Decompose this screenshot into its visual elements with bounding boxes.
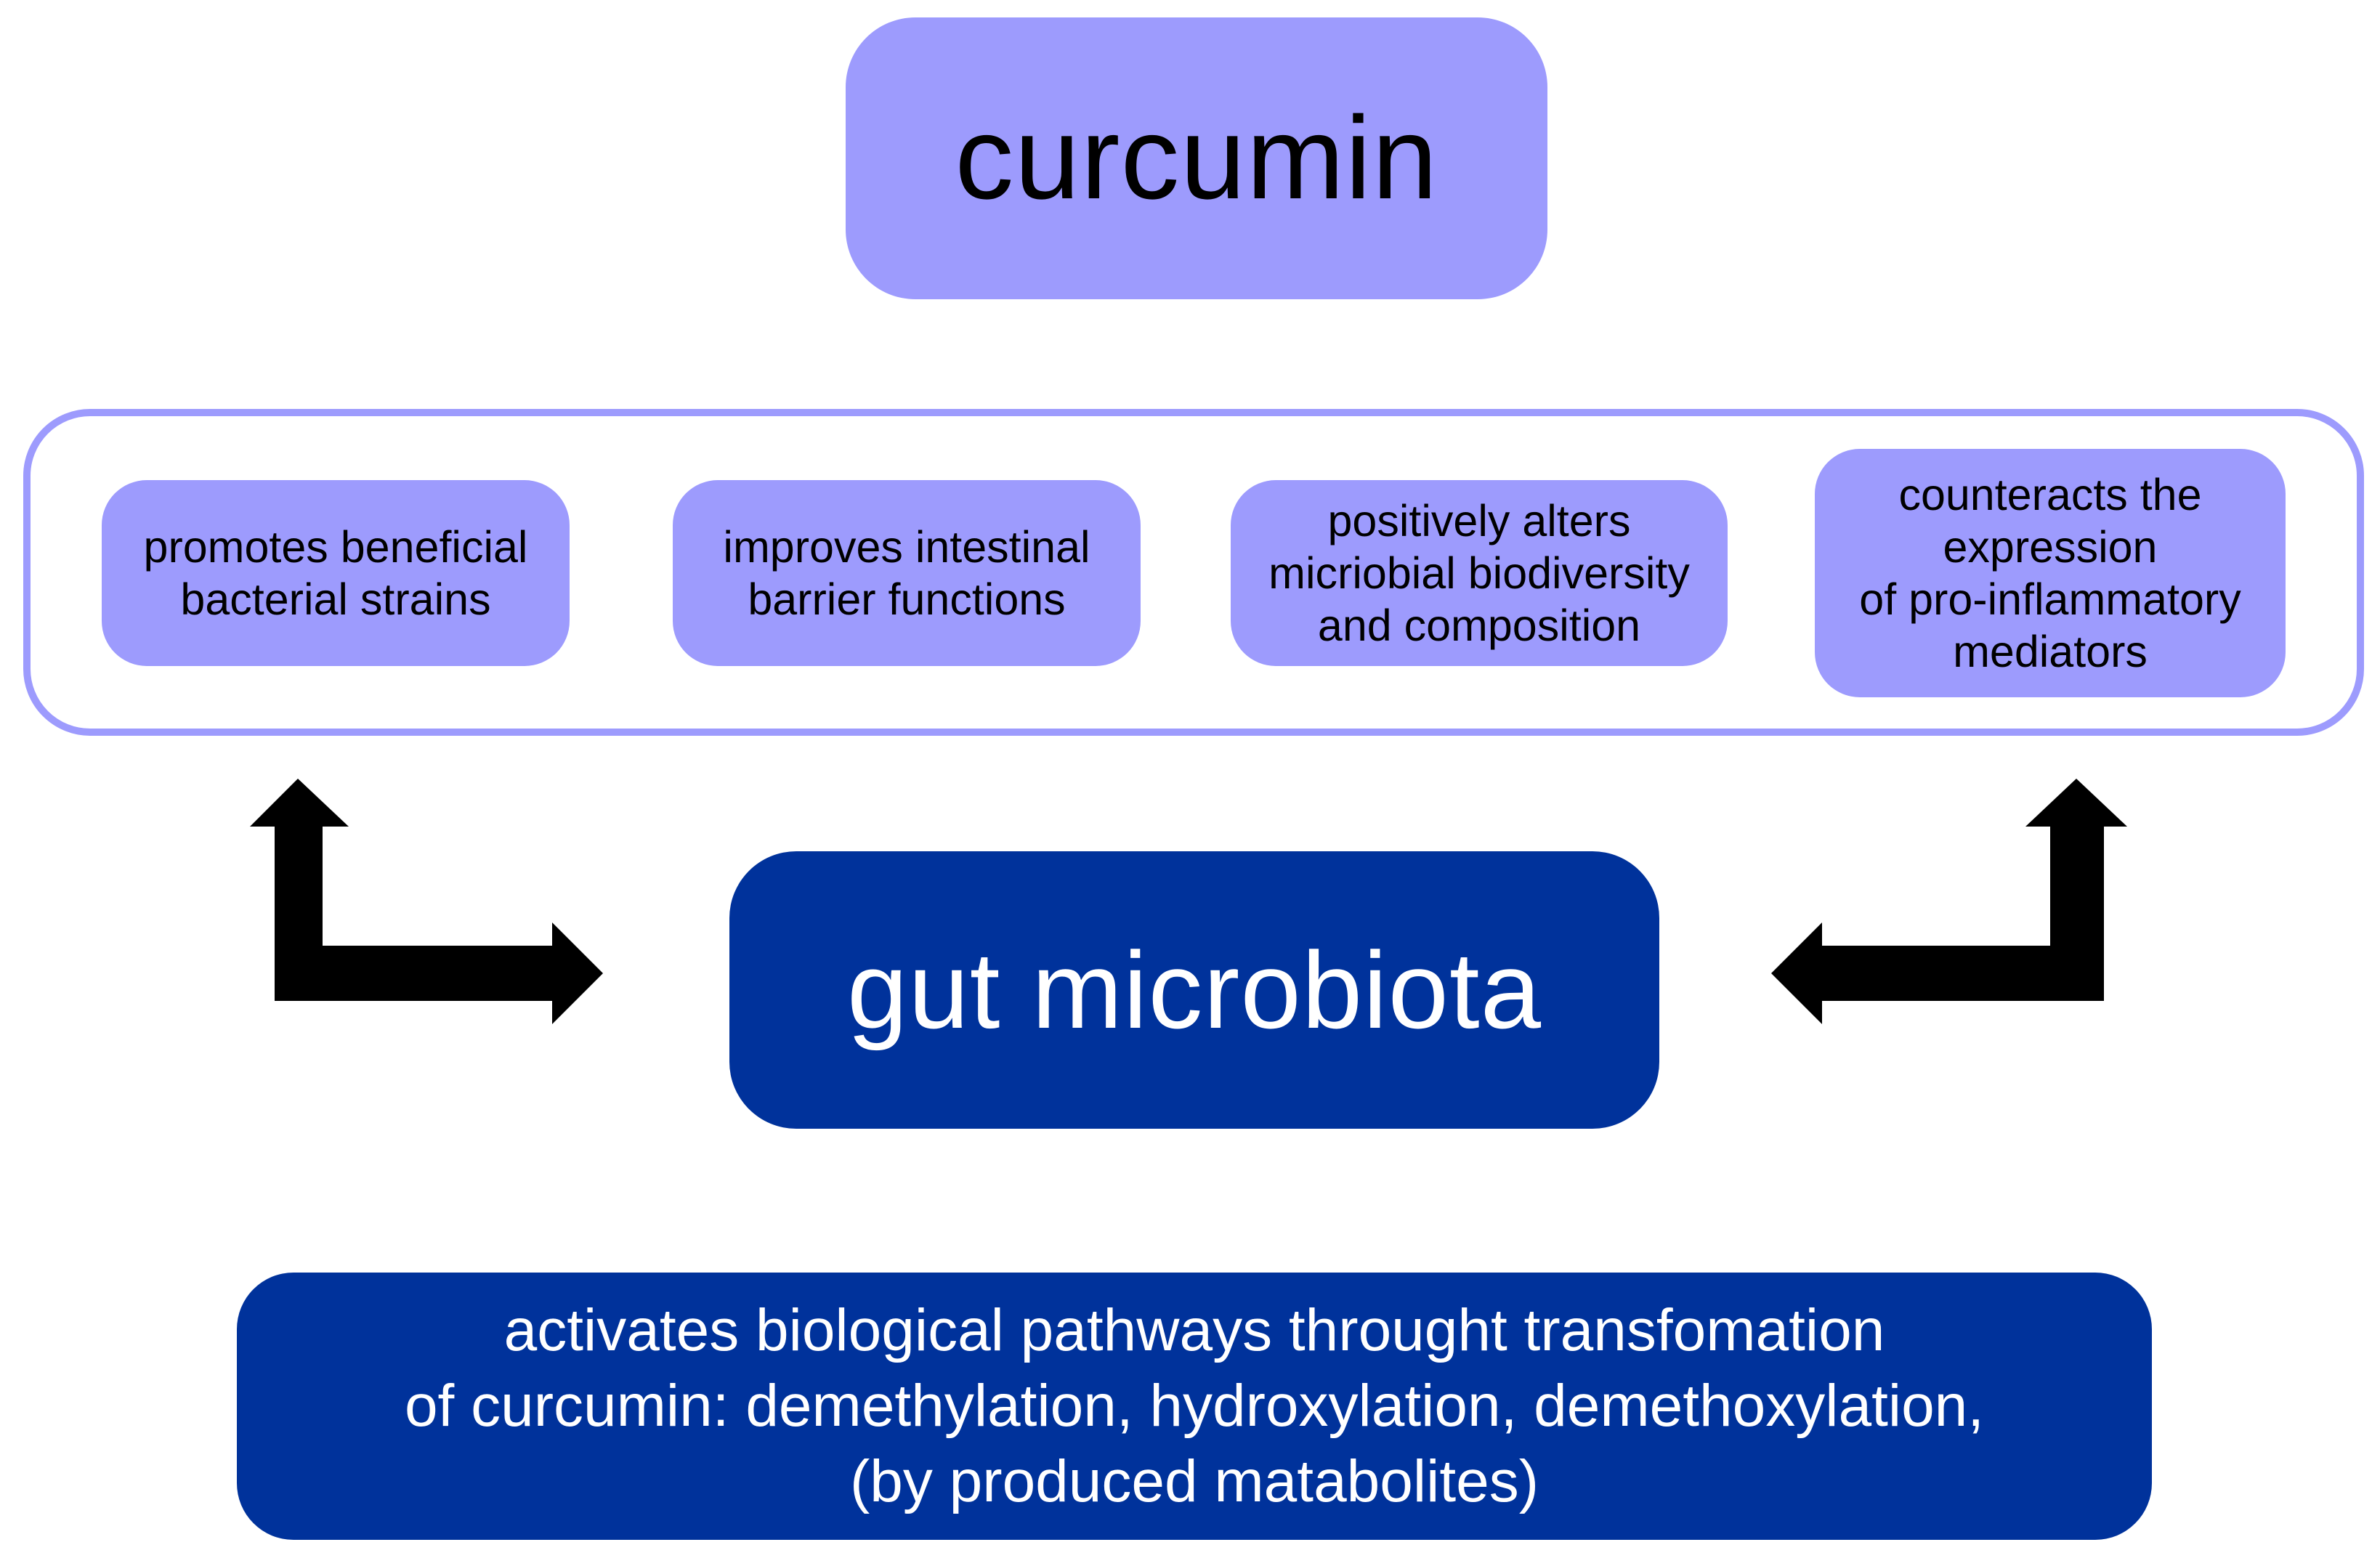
pathways-line: activates biological pathways throught t… bbox=[503, 1297, 1885, 1363]
pathways-line: of curcumin: demethylation, hydroxylatio… bbox=[404, 1373, 1985, 1439]
effect-line: barrier functions bbox=[748, 575, 1066, 624]
effect-promotes-bacteria: promotes beneficial bacterial strains bbox=[102, 480, 570, 666]
effect-line: of pro-inflammatory bbox=[1859, 575, 2241, 624]
right-bidirectional-arrow-icon bbox=[1771, 779, 2127, 1024]
effect-line: and composition bbox=[1317, 601, 1641, 650]
effect-line: bacterial strains bbox=[180, 575, 491, 624]
effect-line: mediators bbox=[1953, 627, 2148, 676]
curcumin-node: curcumin bbox=[846, 17, 1547, 299]
effect-line: counteracts the bbox=[1898, 470, 2202, 519]
curcumin-label: curcumin bbox=[955, 92, 1438, 224]
effect-line: improves intestinal bbox=[723, 522, 1090, 572]
gut-microbiota-node: gut microbiota bbox=[729, 851, 1659, 1129]
effect-line: expression bbox=[1943, 522, 2158, 572]
gut-microbiota-label: gut microbiota bbox=[846, 928, 1542, 1051]
effect-barrier-functions: improves intestinal barrier functions bbox=[673, 480, 1141, 666]
left-bidirectional-arrow-icon bbox=[250, 779, 603, 1024]
effect-line: promotes beneficial bbox=[143, 522, 528, 572]
effect-line: micriobial biodiversity bbox=[1268, 548, 1690, 598]
effect-line: positively alters bbox=[1327, 496, 1631, 545]
effect-biodiversity: positively alters micriobial biodiversit… bbox=[1231, 480, 1728, 666]
pathways-line: (by produced matabolites) bbox=[849, 1448, 1539, 1514]
effect-anti-inflammatory: counteracts the expression of pro-inflam… bbox=[1815, 449, 2286, 697]
biological-pathways-node: activates biological pathways throught t… bbox=[237, 1273, 2152, 1540]
